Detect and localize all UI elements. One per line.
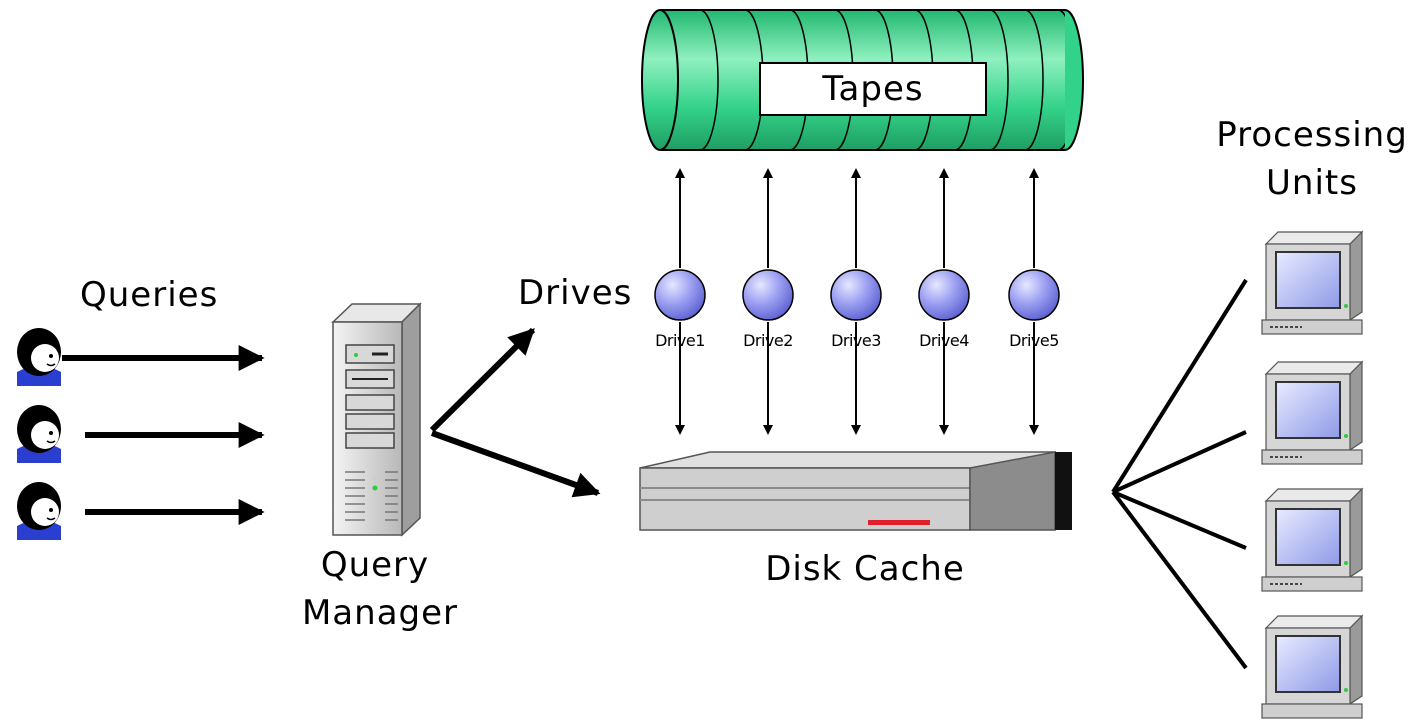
disk-cache-icon	[639, 451, 1072, 531]
processing-units-label-line1: Processing	[1216, 115, 1408, 155]
drive-connectors	[675, 168, 1039, 435]
drive-label: Drive2	[743, 331, 793, 350]
query-manager-server-icon	[331, 302, 422, 537]
tapes-label-box	[759, 62, 987, 116]
user-icon	[17, 328, 61, 386]
drive-label: Drive3	[831, 331, 881, 350]
drives-label: Drives	[518, 273, 633, 313]
computer-icon	[1261, 487, 1364, 592]
user-icon	[17, 482, 61, 540]
drive-label: Drive4	[919, 331, 969, 350]
query-arrows	[62, 345, 265, 525]
drive-label: Drive1	[655, 331, 705, 350]
processing-links	[1111, 278, 1248, 670]
disk-cache-label: Disk Cache	[765, 549, 965, 589]
queries-label: Queries	[80, 275, 219, 315]
query-manager-label-line1: Query	[320, 545, 430, 585]
query-manager-label-line2: Manager	[301, 593, 459, 633]
processing-units-label-line2: Units	[1266, 163, 1358, 203]
manager-arrows	[429, 327, 601, 498]
computer-icon	[1261, 360, 1364, 465]
drive-label: Drive5	[1009, 331, 1059, 350]
drive-circles	[654, 269, 1060, 321]
tapes-label: Tapes	[822, 69, 924, 109]
user-icon	[17, 405, 61, 463]
computer-icon	[1261, 614, 1364, 719]
drive-5-icon	[1008, 269, 1060, 321]
drive-4-icon	[918, 269, 970, 321]
drive-1-icon	[654, 269, 706, 321]
drive-2-icon	[742, 269, 794, 321]
disk-indicator	[868, 520, 930, 525]
tapes-cylinder	[641, 9, 1084, 151]
drive-3-icon	[830, 269, 882, 321]
computer-icon	[1261, 230, 1364, 335]
